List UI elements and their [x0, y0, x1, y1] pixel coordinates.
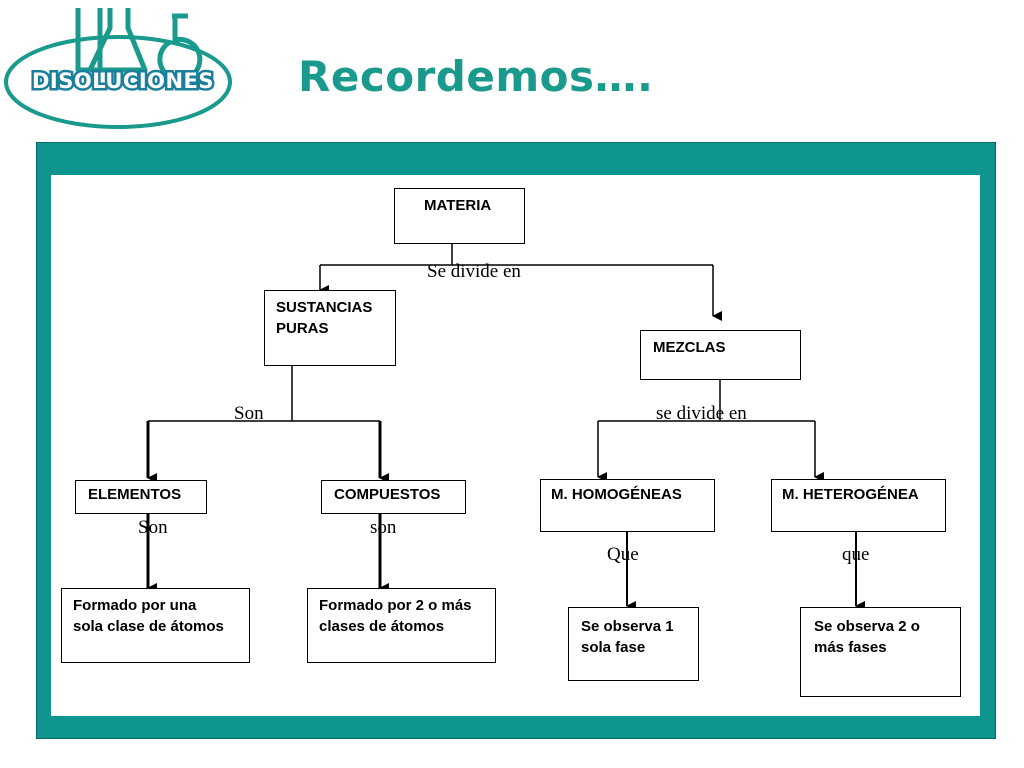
- logo-swoosh: [4, 35, 232, 129]
- sustancias-puras-line2: PURAS: [276, 320, 329, 337]
- logo-text: DISOLUCIONES: [32, 69, 214, 93]
- homogeneas-def-box: Se observa 1 sola fase: [568, 607, 699, 681]
- m-heterogenea-box: M. HETEROGÉNEA: [771, 479, 946, 532]
- elementos-label: ELEMENTOS: [88, 486, 182, 503]
- elementos-box: ELEMENTOS: [75, 480, 207, 514]
- homogeneas-def-line2: sola fase: [581, 639, 646, 656]
- heterogenea-def-line1: Se observa 2 o: [814, 618, 920, 635]
- que-homogeneas-label: Que: [607, 544, 639, 565]
- que-heterogenea-label: que: [842, 544, 870, 565]
- m-homogeneas-label: M. HOMOGÉNEAS: [551, 486, 682, 503]
- compuestos-def-line2: clases de átomos: [319, 618, 445, 635]
- elementos-def-line1: Formado por una: [73, 597, 197, 614]
- se-divide-en-2-label: se divide en: [656, 403, 747, 424]
- compuestos-def-box: Formado por 2 o más clases de átomos: [307, 588, 496, 663]
- mezclas-box: MEZCLAS: [640, 330, 801, 380]
- compuestos-box: COMPUESTOS: [321, 480, 466, 514]
- se-divide-en-label: Se divide en: [427, 261, 521, 282]
- elementos-def-box: Formado por una sola clase de átomos: [61, 588, 250, 663]
- disoluciones-logo: DISOLUCIONES: [4, 8, 232, 129]
- mezclas-label: MEZCLAS: [653, 339, 726, 356]
- heterogenea-def-line2: más fases: [814, 639, 887, 656]
- sustancias-puras-box: SUSTANCIAS PURAS: [264, 290, 396, 366]
- compuestos-def-line1: Formado por 2 o más: [319, 597, 472, 614]
- son-elementos-label: Son: [138, 517, 168, 538]
- elementos-def-line2: sola clase de átomos: [73, 618, 224, 635]
- compuestos-label: COMPUESTOS: [334, 486, 441, 503]
- son-label: Son: [234, 403, 264, 424]
- m-homogeneas-box: M. HOMOGÉNEAS: [540, 479, 715, 532]
- page-title: Recordemos….: [298, 52, 654, 101]
- son-compuestos-label: son: [370, 517, 397, 538]
- sustancias-puras-line1: SUSTANCIAS: [276, 299, 373, 316]
- heterogenea-def-box: Se observa 2 o más fases: [800, 607, 961, 697]
- homogeneas-def-line1: Se observa 1: [581, 618, 674, 635]
- materia-label: MATERIA: [424, 197, 492, 214]
- m-heterogenea-label: M. HETEROGÉNEA: [782, 486, 919, 503]
- materia-box: MATERIA: [394, 188, 525, 244]
